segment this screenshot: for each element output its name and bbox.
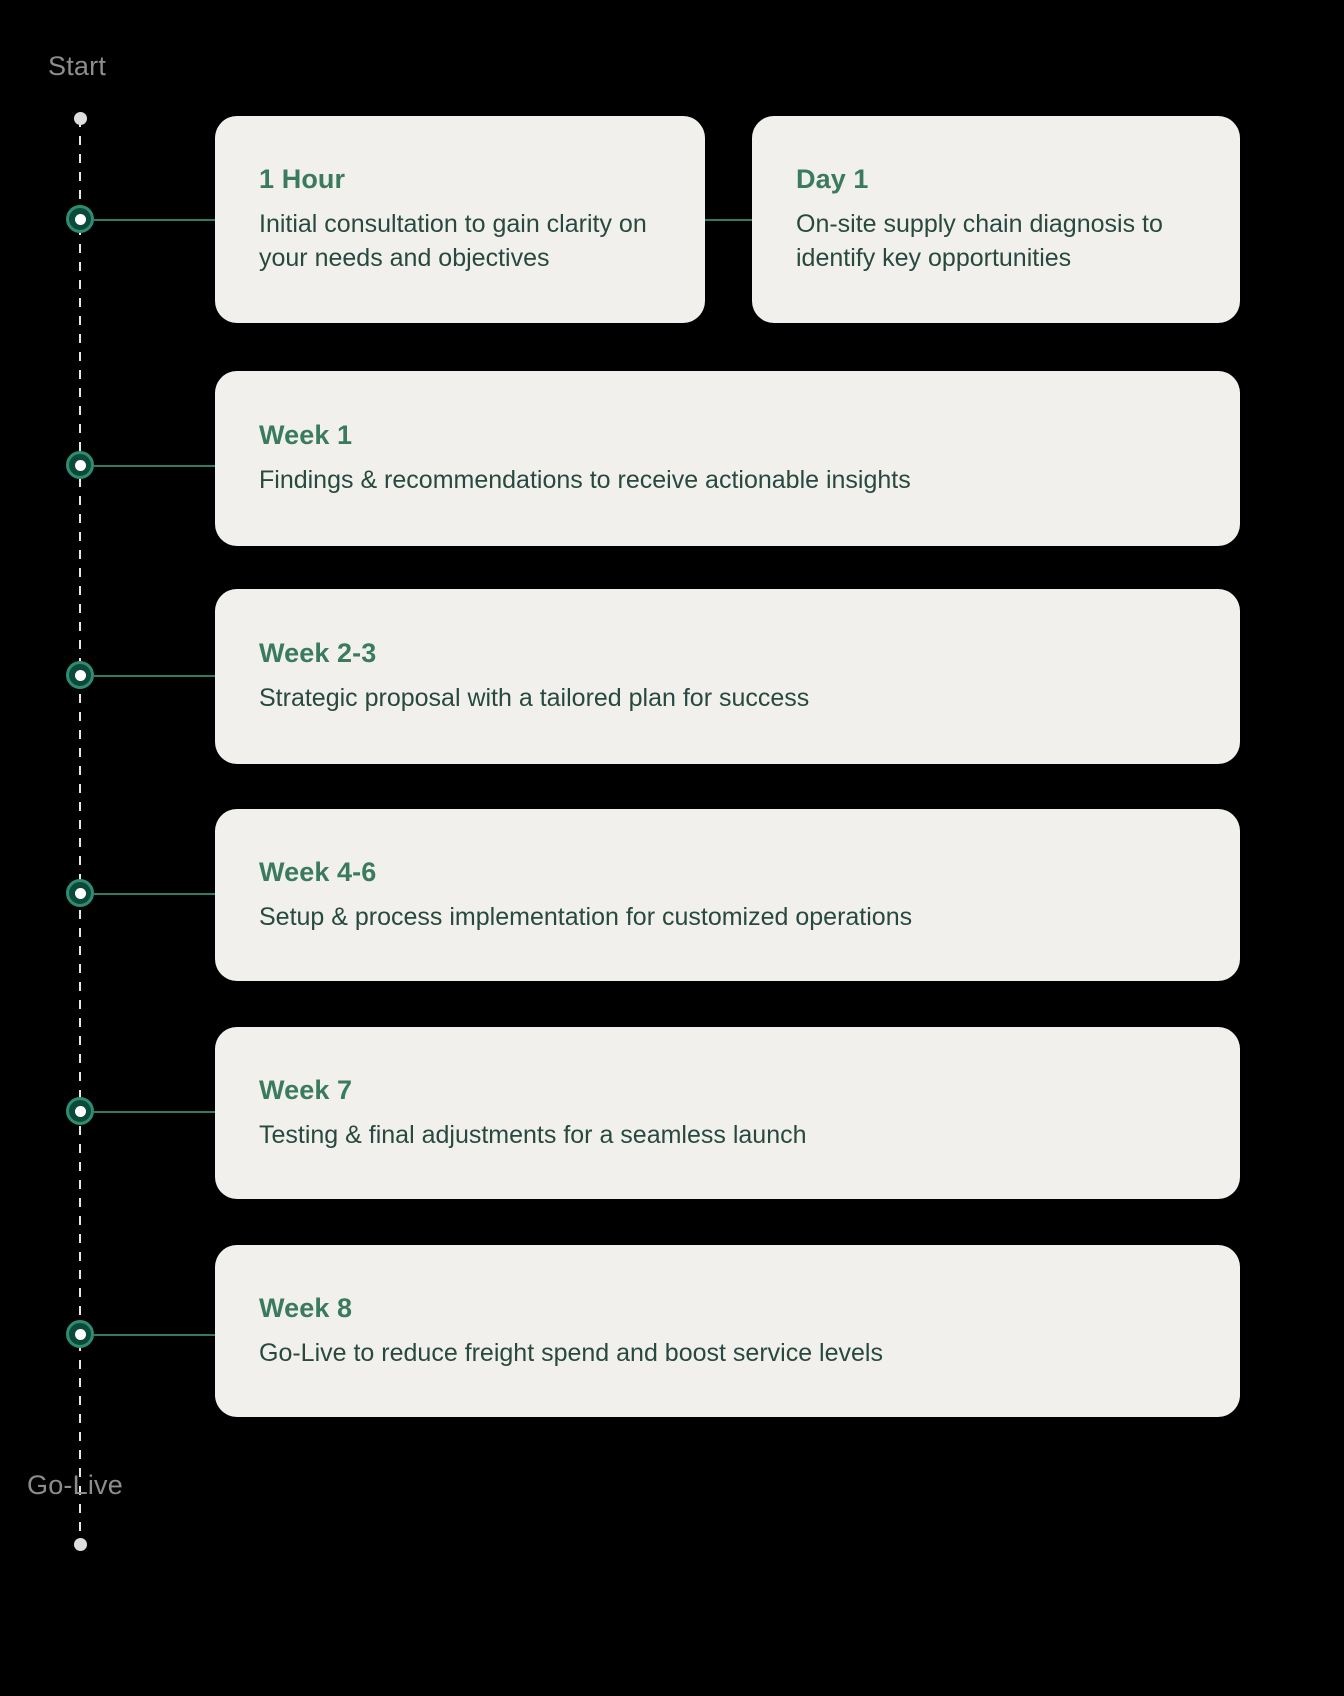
timeline-node-3[interactable] (66, 661, 94, 689)
timeline-card-week-1[interactable]: Week 1 Findings & recommendations to rec… (215, 371, 1240, 546)
card-body: Setup & process implementation for custo… (259, 902, 913, 931)
timeline-node-1[interactable] (66, 205, 94, 233)
timeline-node-5[interactable] (66, 1097, 94, 1125)
timeline-rail (79, 118, 81, 1546)
card-heading: Week 8 (259, 1292, 353, 1323)
timeline-card-day-1[interactable]: Day 1 On-site supply chain diagnosis to … (752, 116, 1240, 323)
connector-node4-to-card (94, 893, 215, 895)
connector-node6-to-card (94, 1334, 215, 1336)
timeline-rail-end-cap (73, 1538, 87, 1551)
card-heading: Week 7 (259, 1074, 353, 1105)
card-heading: Week 2-3 (259, 638, 377, 668)
connector-node1-to-card1 (94, 219, 215, 221)
card-body: Testing & final adjustments for a seamle… (259, 1120, 807, 1149)
timeline-node-6[interactable] (66, 1320, 94, 1348)
card-heading: Week 4-6 (259, 856, 377, 887)
card-body: Strategic proposal with a tailored plan … (259, 684, 810, 712)
connector-card1-to-card2 (705, 219, 752, 221)
timeline-card-week-2-3[interactable]: Week 2-3 Strategic proposal with a tailo… (215, 589, 1240, 764)
timeline-card-1-hour[interactable]: 1 Hour Initial consultation to gain clar… (215, 116, 705, 323)
connector-node2-to-card (94, 465, 215, 467)
card-heading: Week 1 (259, 420, 353, 450)
go-live-label: Go-Live (27, 1470, 123, 1500)
timeline-card-week-8[interactable]: Week 8 Go-Live to reduce freight spend a… (215, 1245, 1240, 1417)
card-body: Initial consultation to gain clarity on … (259, 210, 647, 272)
timeline-rail-start-cap (73, 112, 87, 125)
timeline-node-2[interactable] (66, 451, 94, 479)
start-label: Start (48, 51, 107, 81)
timeline-node-4[interactable] (66, 879, 94, 907)
card-body: Findings & recommendations to receive ac… (259, 466, 911, 494)
card-body: On-site supply chain diagnosis to identi… (796, 210, 1163, 272)
card-body: Go-Live to reduce freight spend and boos… (259, 1338, 883, 1367)
connector-node5-to-card (94, 1111, 215, 1113)
card-heading: Day 1 (796, 164, 869, 194)
connector-node3-to-card (94, 675, 215, 677)
timeline-card-week-7[interactable]: Week 7 Testing & final adjustments for a… (215, 1027, 1240, 1199)
card-heading: 1 Hour (259, 164, 346, 194)
timeline-card-week-4-6[interactable]: Week 4-6 Setup & process implementation … (215, 809, 1240, 981)
